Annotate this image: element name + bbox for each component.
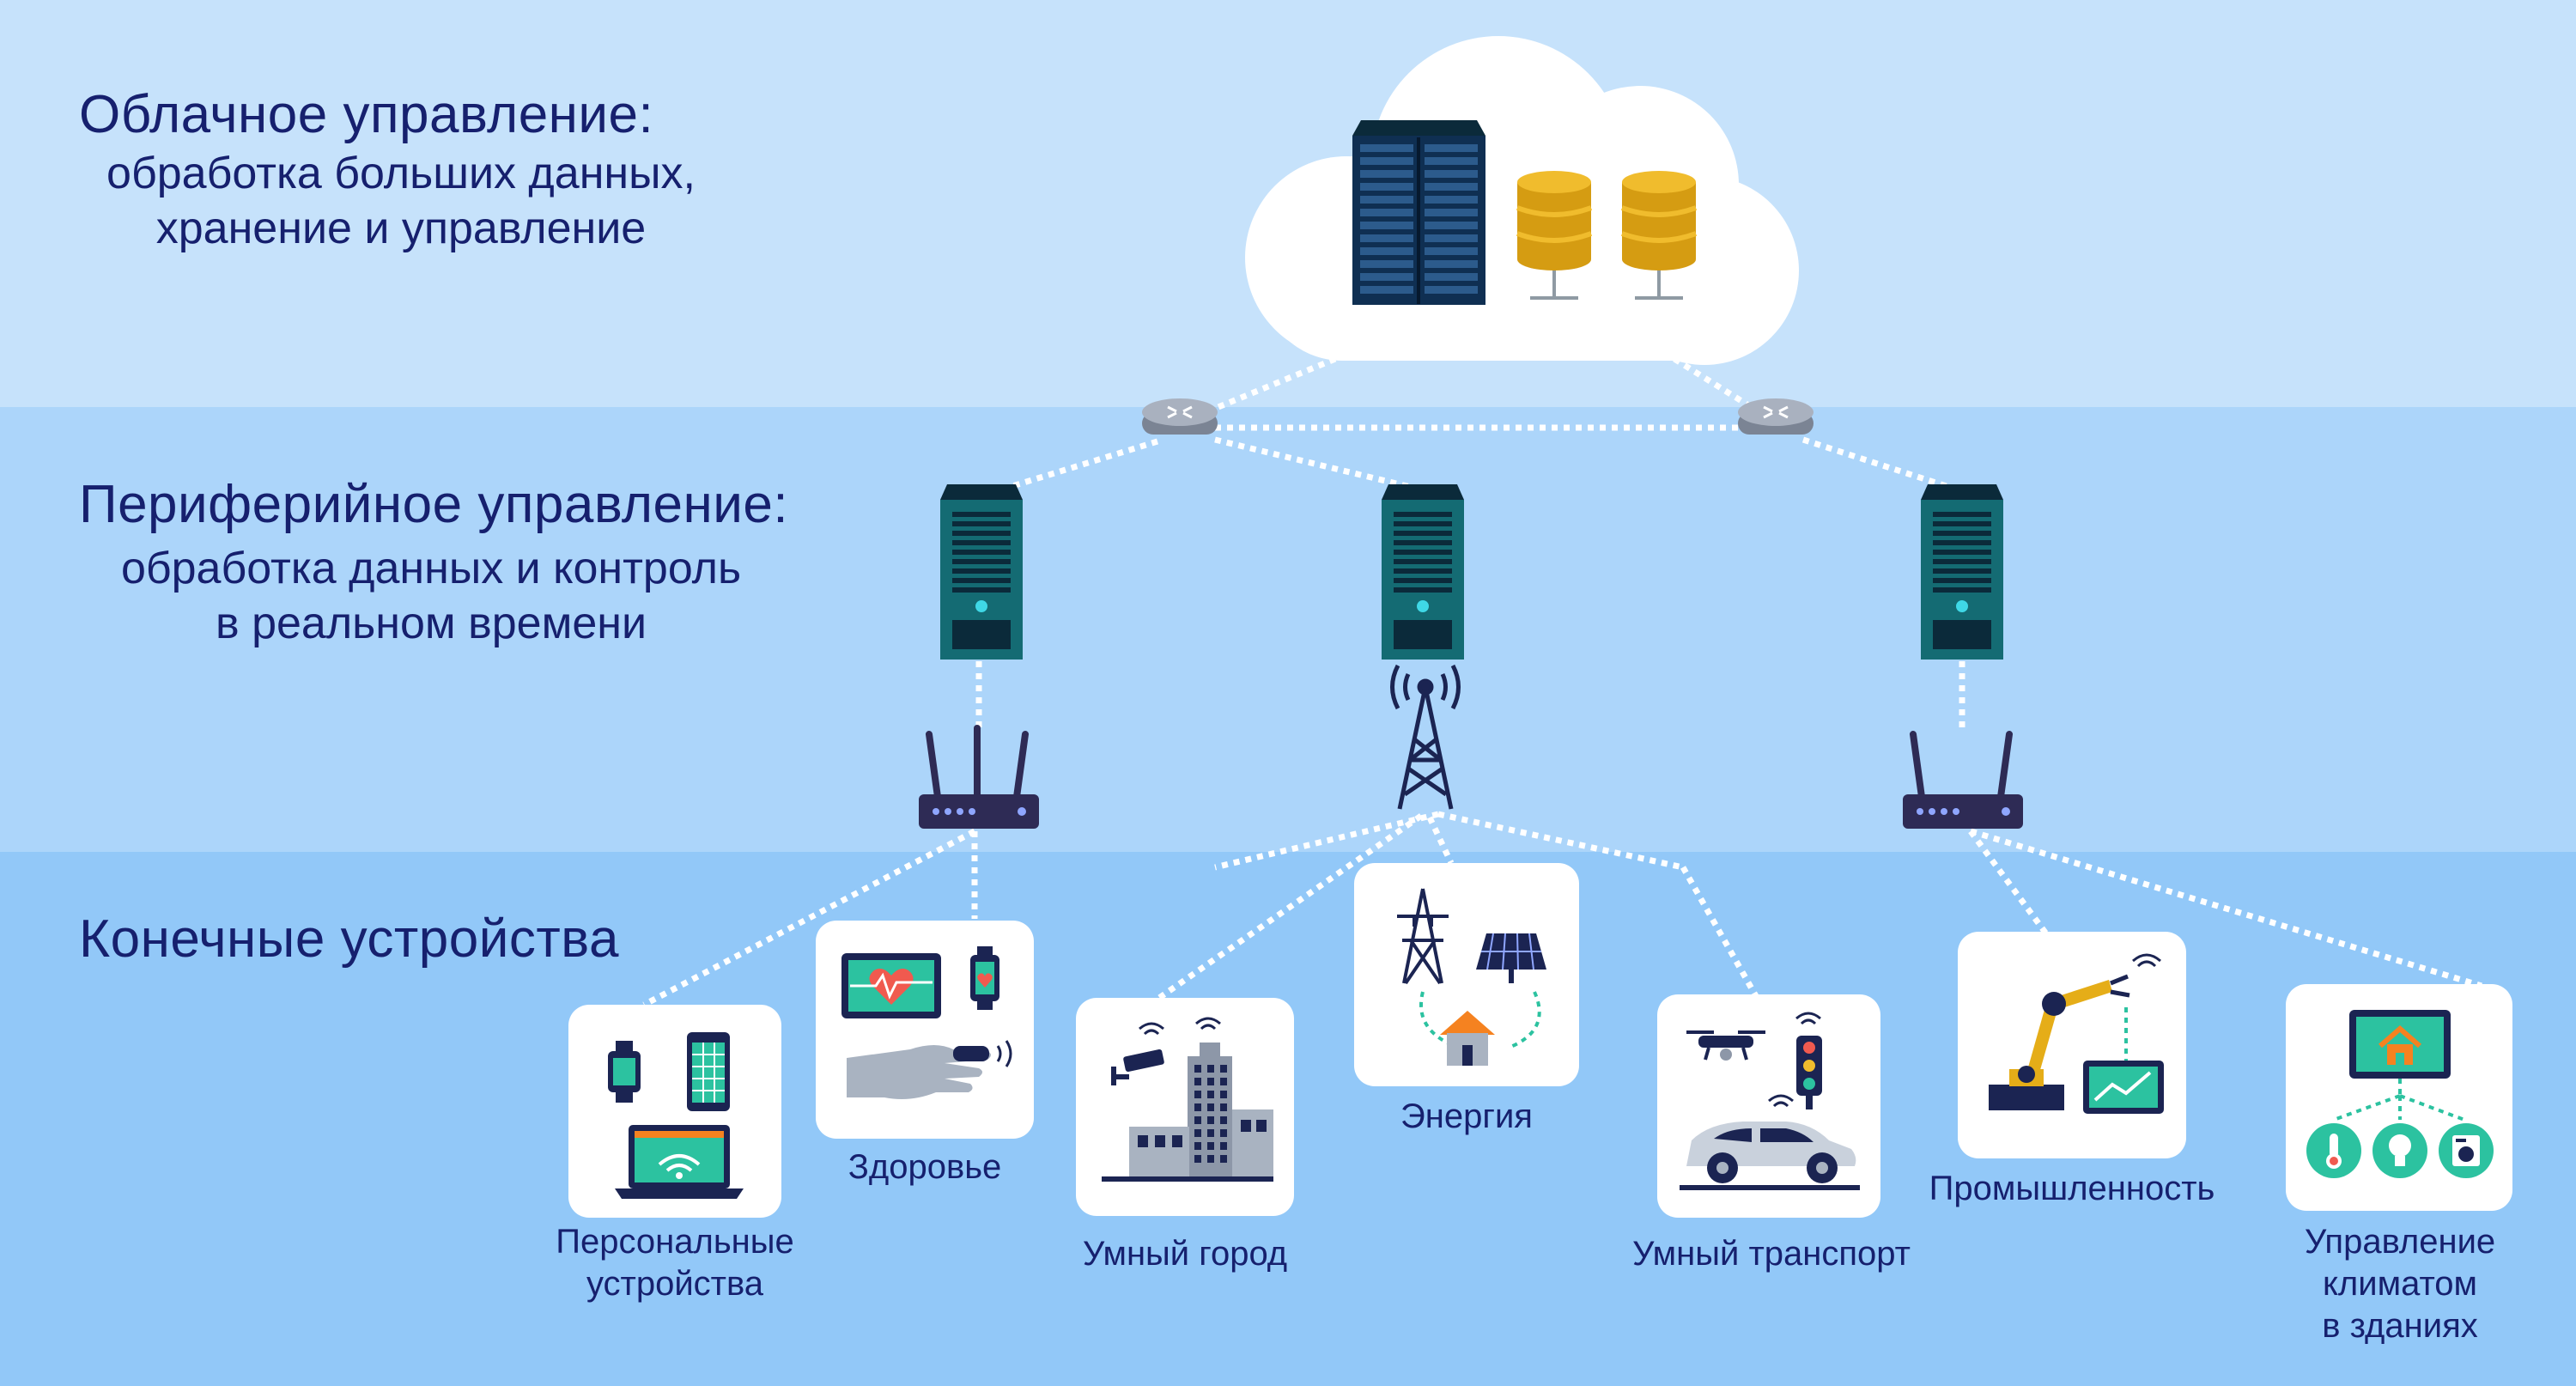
- light-bulb-icon: [2372, 1123, 2427, 1178]
- smart-city-card: [1076, 998, 1294, 1216]
- smart-transport-card: [1657, 994, 1880, 1218]
- robot-arm-icon: [1989, 953, 2161, 1110]
- smart-city-label: Умный город: [1013, 1233, 1357, 1275]
- database-icon: [1516, 171, 1593, 300]
- cloud-level-subtitle-line: обработка больших данных,: [106, 149, 696, 198]
- washing-machine-icon: [2439, 1123, 2494, 1178]
- wifi-router-icon: [919, 725, 1039, 829]
- building-climate-label-line: Управление: [2304, 1223, 2496, 1261]
- laptop-icon: [615, 1125, 744, 1199]
- car-icon: [1680, 1094, 1860, 1190]
- industry-label: Промышленность: [1900, 1168, 2244, 1210]
- hand-icon: [847, 1040, 1012, 1099]
- personal-devices-label-line: устройства: [586, 1265, 764, 1303]
- chart-monitor-icon: [2083, 1061, 2164, 1114]
- cloud-level-subtitle: обработка больших данных, хранение и упр…: [79, 146, 723, 256]
- wifi-router-icon: [1903, 731, 2023, 829]
- smartwatch-icon: [970, 946, 999, 1010]
- cloud-level-title: Облачное управление:: [79, 85, 654, 144]
- smart-transport-label-line: Умный транспорт: [1632, 1235, 1911, 1273]
- health-label-line: Здоровье: [848, 1148, 1002, 1186]
- smartphone-icon: [687, 1032, 730, 1111]
- energy-label: Энергия: [1295, 1096, 1638, 1138]
- edge-layer-band: [0, 407, 2576, 852]
- health-card: [816, 921, 1034, 1139]
- industry-card: [1958, 932, 2186, 1158]
- personal-devices-card: [568, 1005, 781, 1218]
- building-climate-label-line: климатом: [2322, 1265, 2478, 1303]
- house-icon: [2379, 1025, 2421, 1065]
- house-icon: [1440, 1011, 1495, 1066]
- personal-devices-label-line: Персональные: [556, 1223, 794, 1261]
- building-icon: [1102, 1017, 1273, 1182]
- drone-icon: [1686, 1030, 1765, 1061]
- cloud-level-subtitle-line: хранение и управление: [155, 204, 647, 253]
- heart-monitor-icon: [841, 953, 941, 1018]
- edge-level-subtitle: обработка данных и контроль в реальном в…: [79, 541, 783, 651]
- network-router-icon: [1738, 398, 1814, 435]
- energy-card: [1354, 863, 1579, 1086]
- edge-server-icon: [1382, 484, 1464, 660]
- building-climate-card: [2286, 984, 2512, 1211]
- edge-level-subtitle-line: в реальном времени: [216, 599, 647, 648]
- industry-label-line: Промышленность: [1929, 1170, 2215, 1207]
- power-pylon-icon: [1397, 888, 1449, 985]
- smart-city-label-line: Умный город: [1082, 1235, 1288, 1273]
- traffic-light-icon: [1795, 1012, 1822, 1109]
- personal-devices-label: Персональные устройства: [503, 1221, 847, 1305]
- server-rack-icon: [1352, 120, 1485, 305]
- thermometer-icon: [2306, 1123, 2361, 1178]
- building-climate-label: Управление климатом в зданиях: [2228, 1221, 2572, 1347]
- edge-level-title: Периферийное управление:: [79, 475, 789, 534]
- solar-panel-icon: [1476, 933, 1546, 983]
- cell-tower-icon: [1390, 664, 1461, 810]
- network-router-icon: [1142, 398, 1218, 435]
- edge-server-icon: [940, 484, 1023, 660]
- database-icon: [1620, 171, 1698, 300]
- building-climate-label-line: в зданиях: [2322, 1307, 2478, 1345]
- smart-transport-label: Умный транспорт: [1600, 1233, 1943, 1275]
- smartwatch-icon: [608, 1041, 641, 1103]
- edge-server-icon: [1921, 484, 2003, 660]
- health-label: Здоровье: [753, 1146, 1097, 1188]
- edge-level-subtitle-line: обработка данных и контроль: [120, 544, 742, 593]
- energy-label-line: Энергия: [1400, 1097, 1533, 1135]
- cctv-camera-icon: [1111, 1022, 1164, 1085]
- end-devices-level-title: Конечные устройства: [79, 909, 619, 969]
